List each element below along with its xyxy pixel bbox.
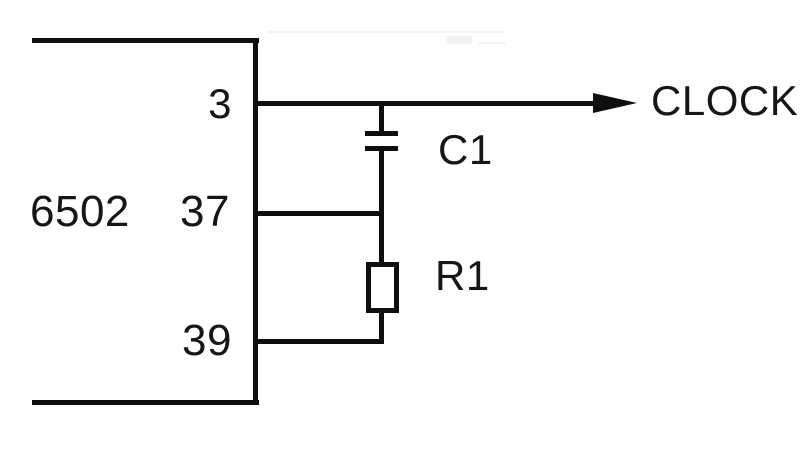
resistor-ref-label: R1: [435, 252, 490, 299]
pin-37-number-label: 37: [180, 187, 230, 236]
pin-3-number-label: 3: [208, 80, 232, 127]
wire-pin39-to-resistor: [255, 339, 384, 344]
capacitor-top-plate: [365, 131, 398, 136]
resistor-bottom-lead: [379, 312, 384, 344]
capacitor-top-lead: [379, 103, 384, 132]
chip-outline-right-edge: [253, 38, 258, 405]
ghost-artifact-mark: [446, 36, 472, 44]
capacitor-ref-label: C1: [438, 126, 493, 173]
clock-arrow-icon: [593, 93, 637, 113]
ghost-artifact-line: [268, 31, 503, 33]
resistor-body: [366, 262, 399, 313]
chip-outline-bottom-edge: [32, 400, 259, 405]
capacitor-bottom-lead: [379, 151, 384, 263]
capacitor-bottom-plate: [365, 146, 398, 151]
clock-output-label: CLOCK: [651, 77, 799, 124]
chip-label: 6502: [30, 187, 130, 236]
chip-outline-top-edge: [32, 38, 259, 43]
wire-pin37-to-node: [255, 211, 384, 216]
ghost-artifact-mark: [478, 42, 506, 44]
pin-39-number-label: 39: [182, 316, 232, 365]
wire-pin3-to-clock: [255, 101, 595, 106]
